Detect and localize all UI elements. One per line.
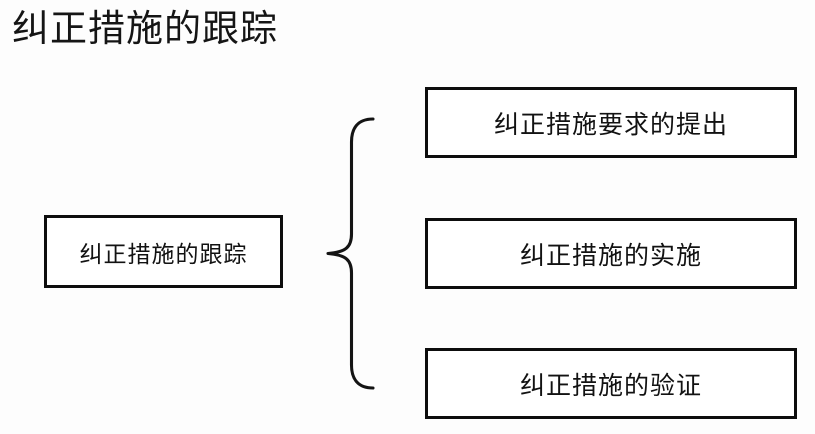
branch-node-label-2: 纠正措施的实施: [519, 242, 702, 270]
brace-connector: [320, 110, 382, 398]
source-node-label: 纠正措施的跟踪: [79, 241, 248, 267]
branch-node-label-3: 纠正措施的验证: [519, 372, 702, 400]
branch-node-box-3: 纠正措施的验证: [425, 348, 797, 419]
branch-node-box-2: 纠正措施的实施: [425, 218, 797, 289]
page-title: 纠正措施的跟踪: [12, 9, 278, 50]
left-curly-brace-icon: [326, 117, 375, 390]
source-node-box: 纠正措施的跟踪: [44, 215, 283, 288]
branch-node-label-1: 纠正措施要求的提出: [493, 111, 728, 139]
branch-node-box-1: 纠正措施要求的提出: [425, 87, 797, 158]
